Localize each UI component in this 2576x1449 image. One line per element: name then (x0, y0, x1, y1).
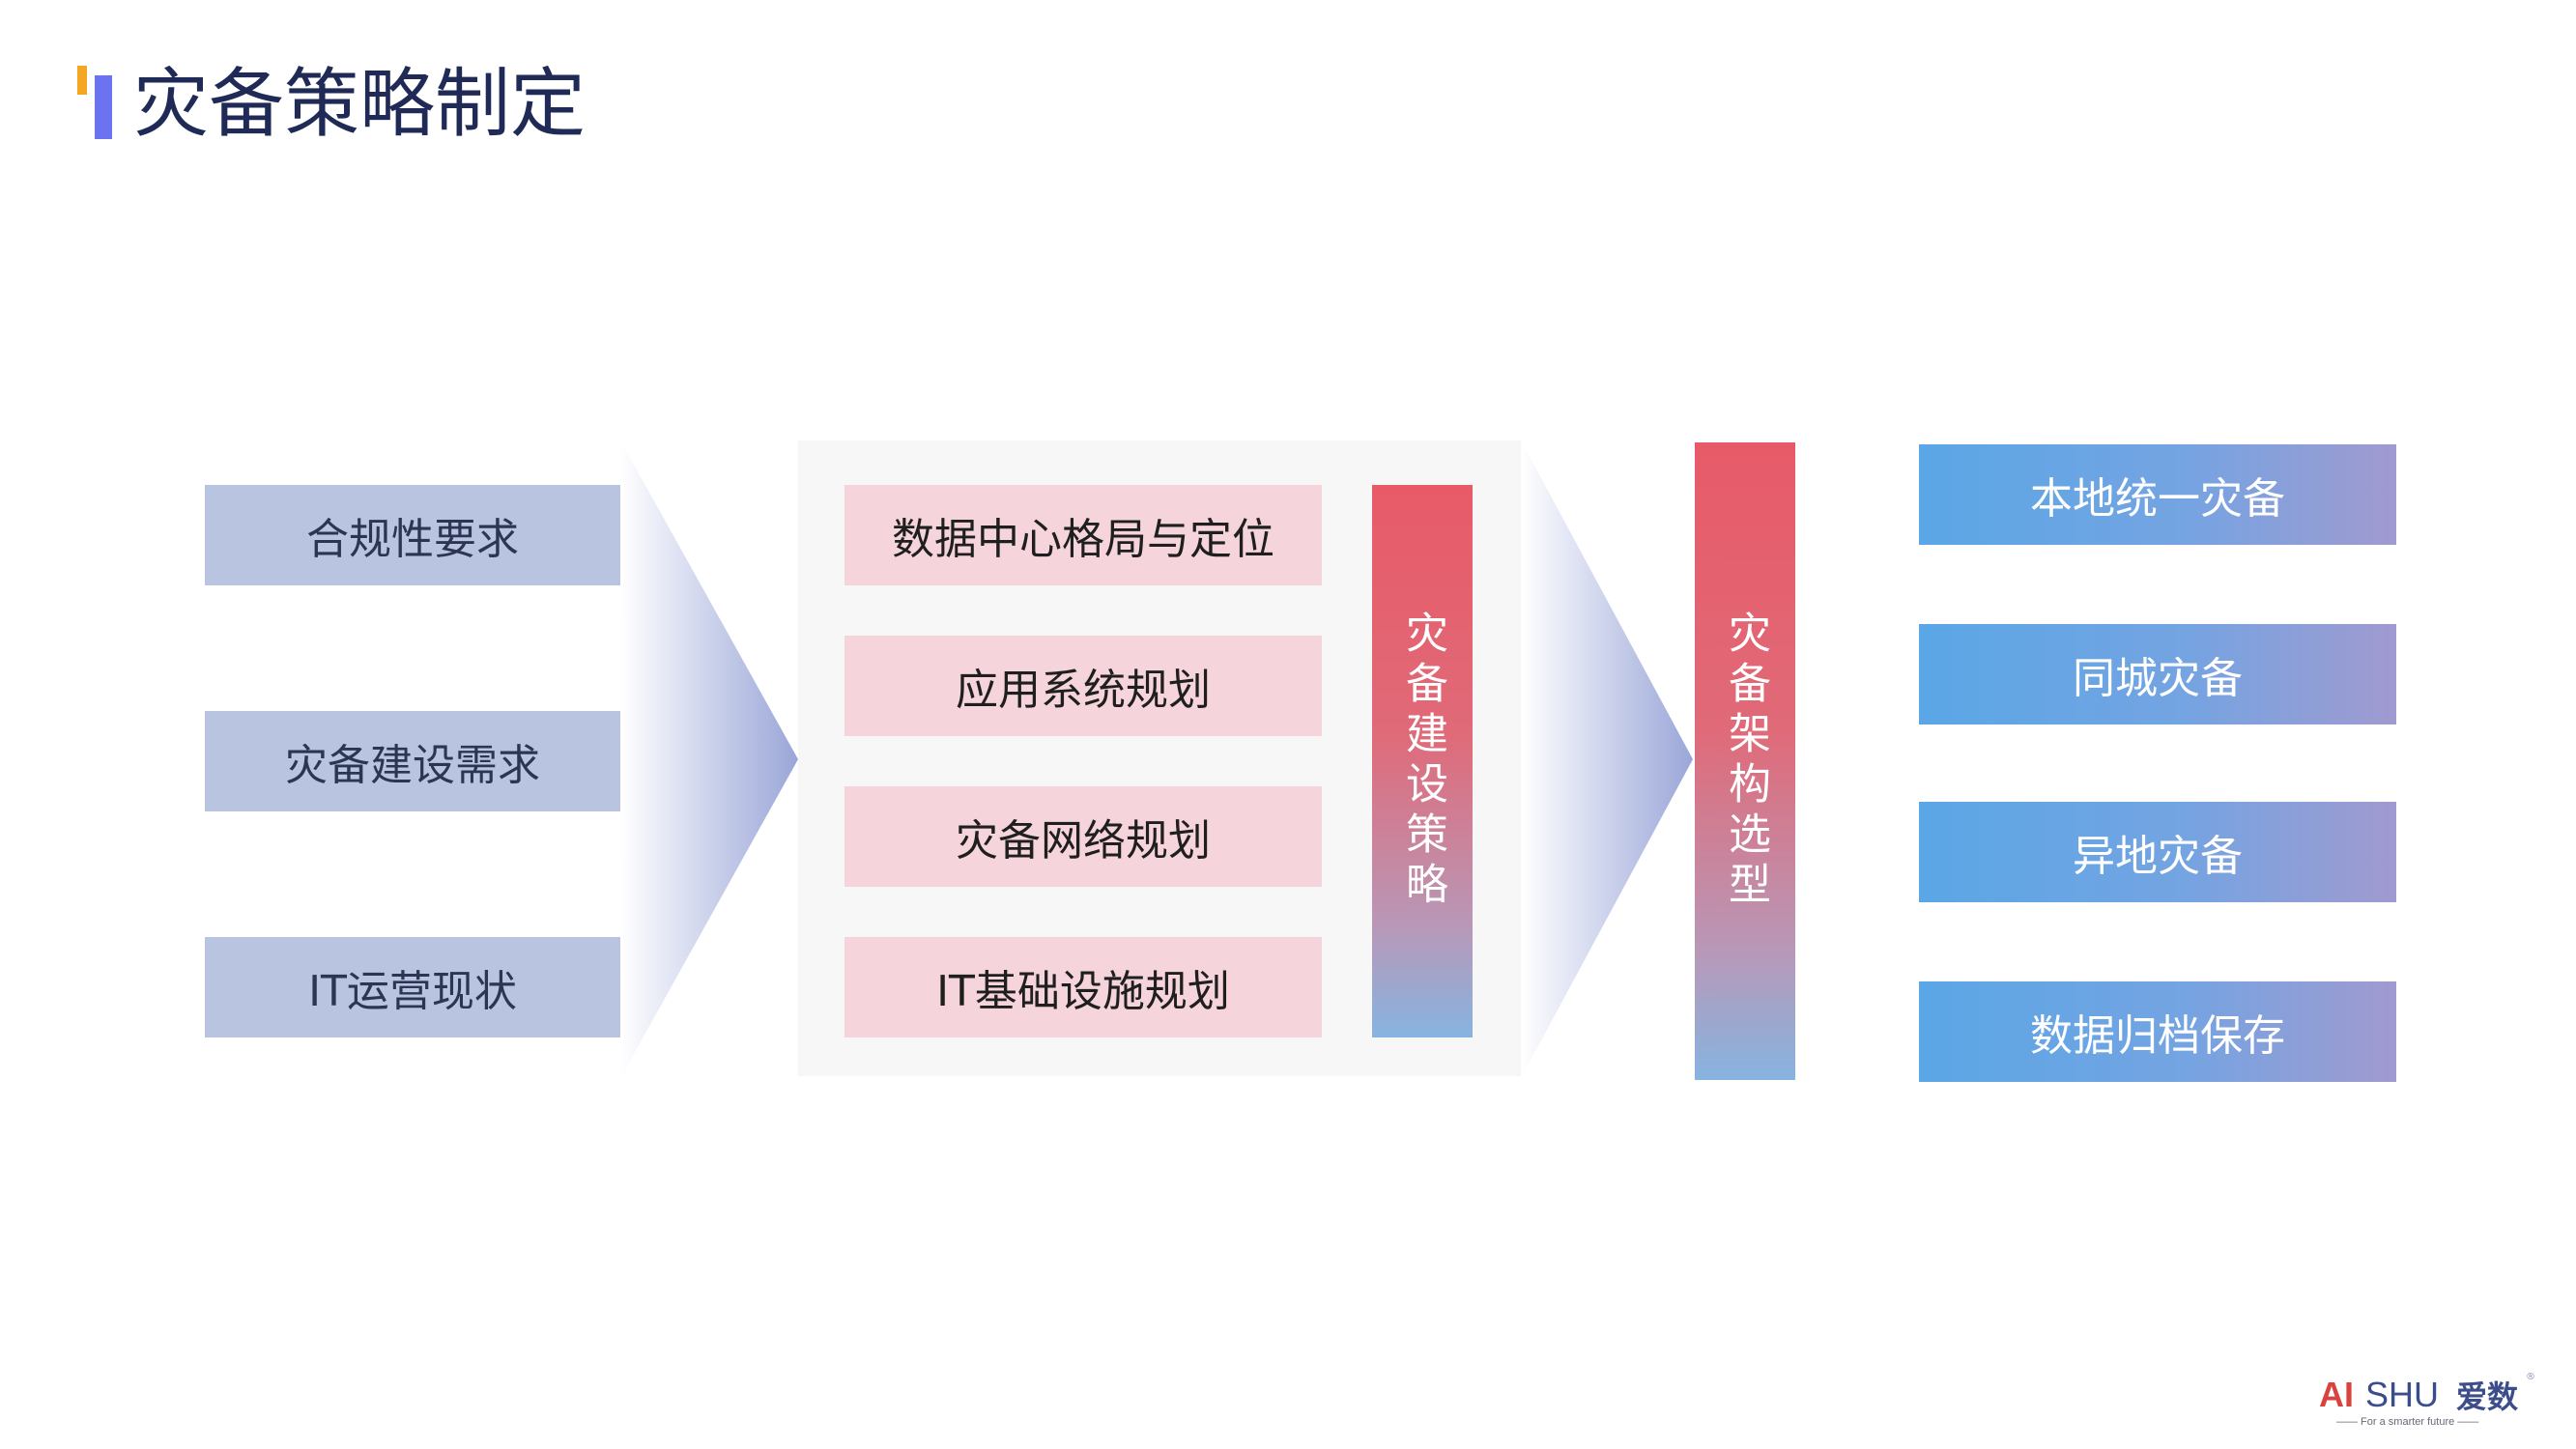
page-title: 灾备策略制定 (133, 61, 587, 148)
flow-arrow-2 (1521, 440, 1695, 1078)
aishu-logo: AI SHU 爱数 ® —— For a smarter future —— (2319, 1372, 2539, 1434)
input-box-compliance: 合规性要求 (205, 485, 620, 585)
architecture-bar-label: 灾备架构选型 (1721, 611, 1770, 912)
input-box-dr-demand: 灾备建设需求 (205, 711, 620, 811)
flow-arrow-1 (620, 440, 800, 1078)
plan-box-dr-network: 灾备网络规划 (844, 786, 1322, 887)
strategy-bar: 灾备建设策略 (1372, 485, 1473, 1037)
output-box-same-city-dr: 同城灾备 (1919, 624, 2396, 724)
title-accent-blue (95, 75, 112, 139)
plan-box-it-infrastructure: IT基础设施规划 (844, 937, 1322, 1037)
logo-shu-text: SHU (2365, 1375, 2440, 1414)
logo-registered-mark: ® (2526, 1372, 2535, 1382)
title-accent-yellow (77, 66, 87, 95)
output-box-remote-dr: 异地灾备 (1919, 802, 2396, 902)
strategy-bar-label: 灾备建设策略 (1398, 611, 1447, 912)
architecture-bar: 灾备架构选型 (1695, 442, 1795, 1080)
output-box-data-archive: 数据归档保存 (1919, 981, 2396, 1082)
logo-tagline: —— For a smarter future —— (2336, 1416, 2479, 1428)
plan-box-application-systems: 应用系统规划 (844, 636, 1322, 736)
plan-box-datacenter-layout: 数据中心格局与定位 (844, 485, 1322, 585)
output-box-local-dr: 本地统一灾备 (1919, 444, 2396, 545)
input-box-it-operations: IT运营现状 (205, 937, 620, 1037)
logo-cn-text: 爱数 (2456, 1378, 2519, 1415)
logo-ai-text: AI (2319, 1375, 2354, 1414)
